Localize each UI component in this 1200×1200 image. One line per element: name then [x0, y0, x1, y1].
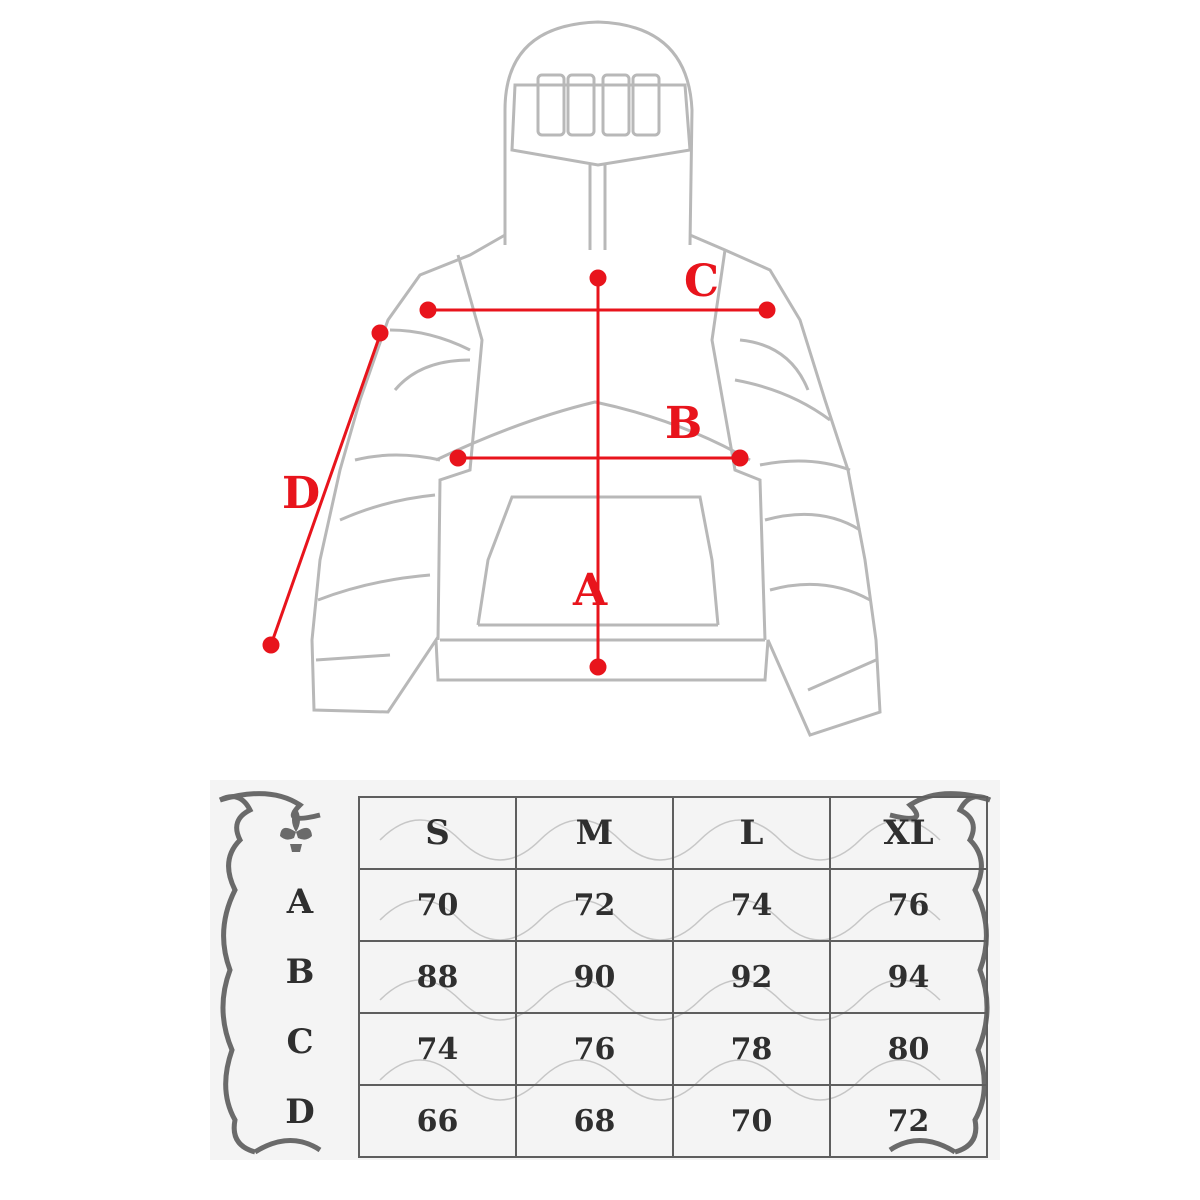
- size-header-row: S M L XL: [358, 796, 988, 870]
- measure-line-d: [270, 334, 382, 643]
- dimension-label-b: B: [665, 398, 702, 449]
- jacket-diagram: A B C D: [262, 20, 882, 737]
- table-cell: 72: [515, 868, 674, 942]
- size-table: S M L XL 70 72 74 76 88 90 92 94 74 76: [358, 796, 988, 1158]
- jacket-outline: [310, 20, 882, 737]
- table-row: 74 76 78 80: [358, 1012, 988, 1086]
- row-label-b: B: [285, 952, 315, 992]
- measure-end-d-bottom: [262, 636, 280, 654]
- measure-end-c-right: [758, 301, 776, 319]
- measure-end-d-top: [371, 324, 389, 342]
- table-cell: 74: [358, 1012, 517, 1086]
- table-cell: 94: [829, 940, 988, 1014]
- dimension-label-d: D: [282, 468, 320, 519]
- table-cell: 70: [672, 1084, 831, 1158]
- dimension-label-a: A: [572, 565, 608, 616]
- table-cell: 70: [358, 868, 517, 942]
- row-label-a: A: [286, 882, 314, 922]
- table-cell: 68: [515, 1084, 674, 1158]
- size-header-xl: XL: [829, 796, 988, 870]
- row-label-c: C: [286, 1022, 314, 1062]
- table-row: 88 90 92 94: [358, 940, 988, 1014]
- size-header-s: S: [358, 796, 517, 870]
- measure-end-a-bottom: [589, 658, 607, 676]
- table-cell: 76: [829, 868, 988, 942]
- table-cell: 72: [829, 1084, 988, 1158]
- table-cell: 78: [672, 1012, 831, 1086]
- table-cell: 76: [515, 1012, 674, 1086]
- table-row: 70 72 74 76: [358, 868, 988, 942]
- size-header-m: M: [515, 796, 674, 870]
- row-label-d: D: [285, 1092, 315, 1132]
- measure-end-b-left: [449, 449, 467, 467]
- table-row: 66 68 70 72: [358, 1084, 988, 1158]
- table-cell: 80: [829, 1012, 988, 1086]
- table-cell: 90: [515, 940, 674, 1014]
- measurement-lines: [262, 269, 776, 676]
- size-table-section: A B C D S M L XL 70 72 74 76 88 90 92 94: [210, 780, 1000, 1160]
- table-cell: 92: [672, 940, 831, 1014]
- measure-end-a-top: [589, 269, 607, 287]
- table-cell: 88: [358, 940, 517, 1014]
- measure-end-c-left: [419, 301, 437, 319]
- measure-end-b-right: [731, 449, 749, 467]
- dimension-label-c: C: [684, 256, 719, 307]
- table-cell: 74: [672, 868, 831, 942]
- table-cell: 66: [358, 1084, 517, 1158]
- size-header-l: L: [672, 796, 831, 870]
- fleur-de-lis-icon: [280, 807, 312, 852]
